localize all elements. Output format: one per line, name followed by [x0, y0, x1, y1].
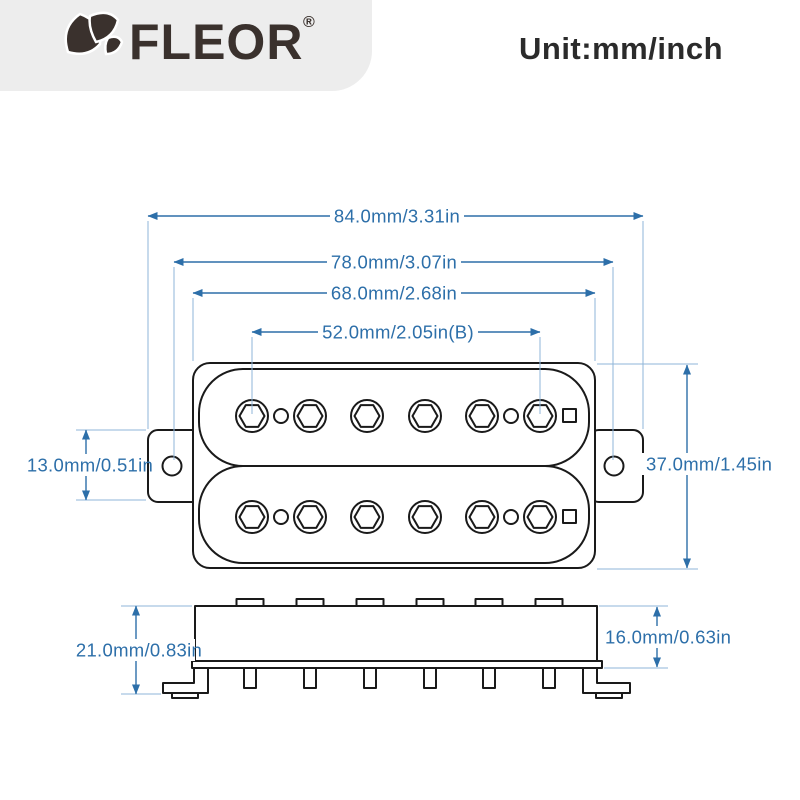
pole-piece-hex	[350, 399, 384, 433]
slug-square	[562, 509, 577, 524]
brand-text: FLEOR	[129, 14, 304, 70]
side-left-leg	[162, 667, 209, 694]
pickup-side-view	[162, 598, 631, 699]
spacer-hole	[273, 408, 289, 424]
left-tab-screw-hole	[161, 455, 183, 477]
side-pole-top	[295, 598, 325, 607]
side-body	[194, 605, 598, 662]
spacer-hole	[503, 509, 519, 525]
side-pole-top	[355, 598, 385, 607]
spacer-hole	[273, 509, 289, 525]
base-height-side-label: 16.0mm/0.63in	[605, 627, 731, 648]
dimension-tab-height: 13.0mm/0.51in	[27, 429, 153, 501]
dimension-body-height: 37.0mm/1.45in	[641, 364, 779, 569]
tab-height-label: 13.0mm/0.51in	[27, 455, 153, 476]
side-right-foot	[595, 692, 623, 699]
side-baseplate	[191, 660, 603, 669]
side-pole-screw	[303, 667, 317, 689]
pole-piece-hex	[465, 500, 499, 534]
dimension-overall-height-side: 21.0mm/0.83in	[76, 605, 202, 695]
side-pole-top	[474, 598, 504, 607]
pole-piece-hex	[408, 500, 442, 534]
dimension-body-width: 68.0mm/2.68in	[192, 282, 596, 304]
side-pole-screw	[542, 667, 556, 689]
logo-box: FLEOR ®	[0, 0, 372, 91]
pole-piece-hex	[235, 500, 269, 534]
body-width-label: 68.0mm/2.68in	[331, 283, 457, 304]
dimension-mount-hole-spacing: 78.0mm/3.07in	[173, 251, 614, 273]
dimension-base-height-side: 16.0mm/0.63in	[600, 606, 746, 668]
pole-piece-hex	[465, 399, 499, 433]
overall-height-side-label: 21.0mm/0.83in	[76, 640, 202, 661]
pole-piece-hex	[350, 500, 384, 534]
spacer-hole	[503, 408, 519, 424]
registered-trademark-icon: ®	[303, 14, 315, 31]
side-pole-screw	[243, 667, 257, 689]
side-pole-screw	[482, 667, 496, 689]
bottom-bobbin	[198, 465, 590, 564]
mount-hole-spacing-label: 78.0mm/3.07in	[331, 252, 457, 273]
pole-piece-hex	[293, 500, 327, 534]
fleor-leaf-icon	[64, 11, 124, 56]
slug-square	[562, 408, 577, 423]
right-tab-screw-hole	[603, 455, 625, 477]
side-right-leg	[582, 667, 631, 694]
side-left-foot	[171, 692, 199, 699]
overall-width-label: 84.0mm/3.31in	[334, 206, 460, 227]
side-pole-screw	[363, 667, 377, 689]
side-pole-top	[415, 598, 445, 607]
pole-spacing-label: 52.0mm/2.05in(B)	[322, 322, 474, 343]
pole-piece-hex	[408, 399, 442, 433]
side-pole-top	[534, 598, 564, 607]
pole-piece-hex	[293, 399, 327, 433]
unit-label: Unit:mm/inch	[519, 31, 724, 66]
dimension-pole-spacing: 52.0mm/2.05in(B)	[251, 321, 541, 343]
pole-piece-hex	[523, 500, 557, 534]
pickup-top-view	[147, 362, 644, 569]
side-pole-screw	[423, 667, 437, 689]
dimension-overall-width: 84.0mm/3.31in	[147, 205, 644, 227]
side-pole-top	[235, 598, 265, 607]
body-height-label: 37.0mm/1.45in	[646, 454, 772, 475]
